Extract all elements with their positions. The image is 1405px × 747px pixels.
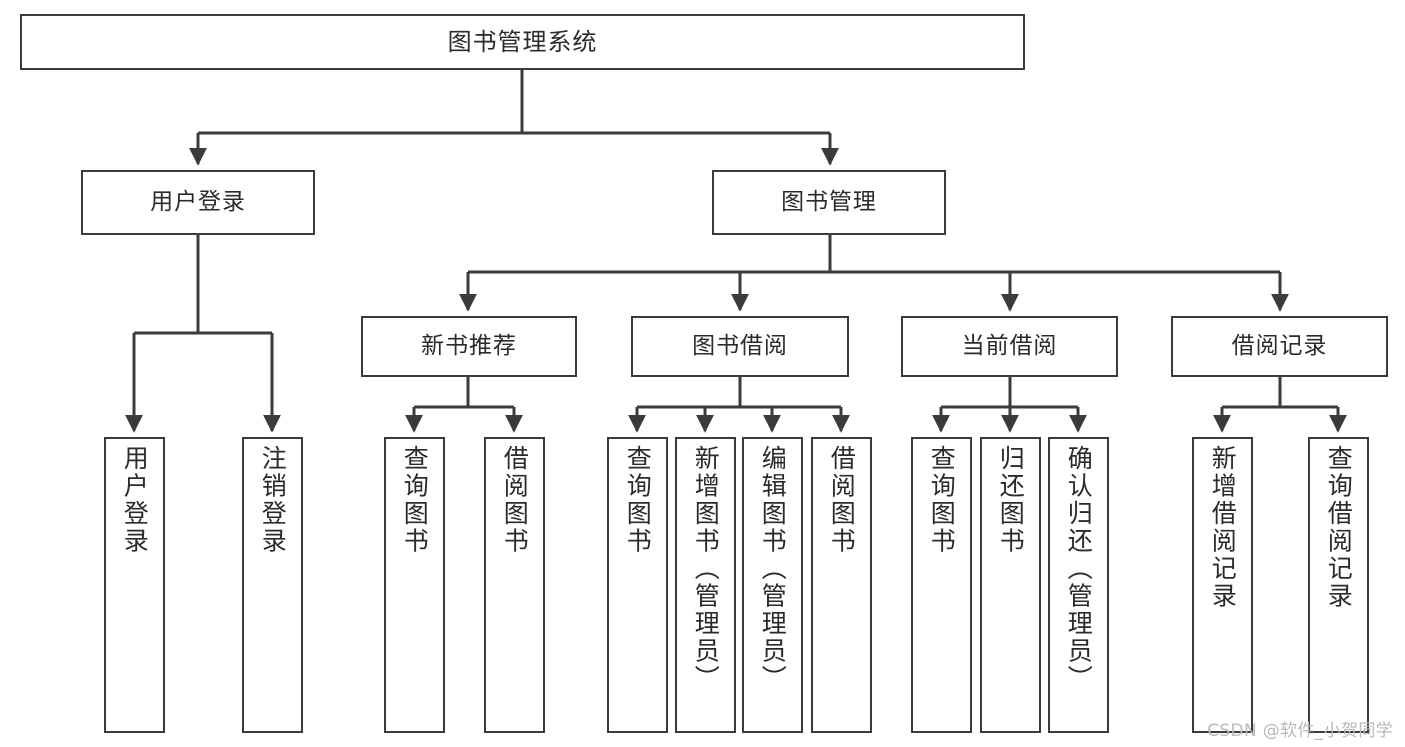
node-label: 图书管理系统 [447, 27, 598, 56]
node-current-borrow[interactable]: 当前借阅 [901, 316, 1118, 377]
node-label: 图书管理 [781, 188, 877, 215]
node-leaf-logout-login[interactable]: 注销登录 [242, 437, 303, 733]
node-leaf-borrow-book-1[interactable]: 借阅图书 [484, 437, 545, 733]
node-label: 借阅图书 [500, 445, 530, 555]
node-label: 查询图书 [623, 445, 653, 555]
node-leaf-edit-book[interactable]: 编辑图书（管理员） [742, 437, 803, 733]
node-label: 查询图书 [927, 445, 957, 555]
csdn-watermark: CSDN @软件_小贺同学 [1207, 721, 1393, 741]
node-label: 新增图书（管理员） [691, 445, 721, 693]
node-book-management[interactable]: 图书管理 [712, 170, 946, 235]
node-borrow-record[interactable]: 借阅记录 [1171, 316, 1388, 377]
node-label: 用户登录 [120, 445, 150, 555]
node-root-book-management-system[interactable]: 图书管理系统 [20, 14, 1025, 70]
node-leaf-query-book-1[interactable]: 查询图书 [384, 437, 445, 733]
node-label: 新书推荐 [421, 332, 517, 359]
node-leaf-add-record[interactable]: 新增借阅记录 [1192, 437, 1253, 733]
node-label: 当前借阅 [961, 332, 1058, 359]
node-label: 确认归还（管理员） [1064, 445, 1094, 693]
node-label: 编辑图书（管理员） [758, 445, 788, 693]
node-leaf-add-book[interactable]: 新增图书（管理员） [675, 437, 736, 733]
node-label: 新增借阅记录 [1208, 445, 1238, 610]
node-label: 归还图书 [996, 445, 1026, 555]
node-user-login[interactable]: 用户登录 [81, 170, 315, 235]
node-label: 借阅记录 [1231, 332, 1328, 359]
node-leaf-query-book-2[interactable]: 查询图书 [607, 437, 668, 733]
node-leaf-confirm-return[interactable]: 确认归还（管理员） [1048, 437, 1109, 733]
node-label: 注销登录 [258, 445, 288, 555]
node-new-book-recommend[interactable]: 新书推荐 [361, 316, 577, 377]
node-leaf-user-login[interactable]: 用户登录 [104, 437, 165, 733]
node-label: 查询借阅记录 [1324, 445, 1354, 610]
node-book-borrow[interactable]: 图书借阅 [631, 316, 849, 377]
node-label: 用户登录 [150, 188, 246, 215]
node-leaf-query-record[interactable]: 查询借阅记录 [1308, 437, 1369, 733]
node-leaf-return-book[interactable]: 归还图书 [980, 437, 1041, 733]
node-leaf-query-book-3[interactable]: 查询图书 [911, 437, 972, 733]
node-label: 查询图书 [400, 445, 430, 555]
node-leaf-borrow-book-2[interactable]: 借阅图书 [811, 437, 872, 733]
node-label: 图书借阅 [692, 332, 788, 359]
node-label: 借阅图书 [827, 445, 857, 555]
